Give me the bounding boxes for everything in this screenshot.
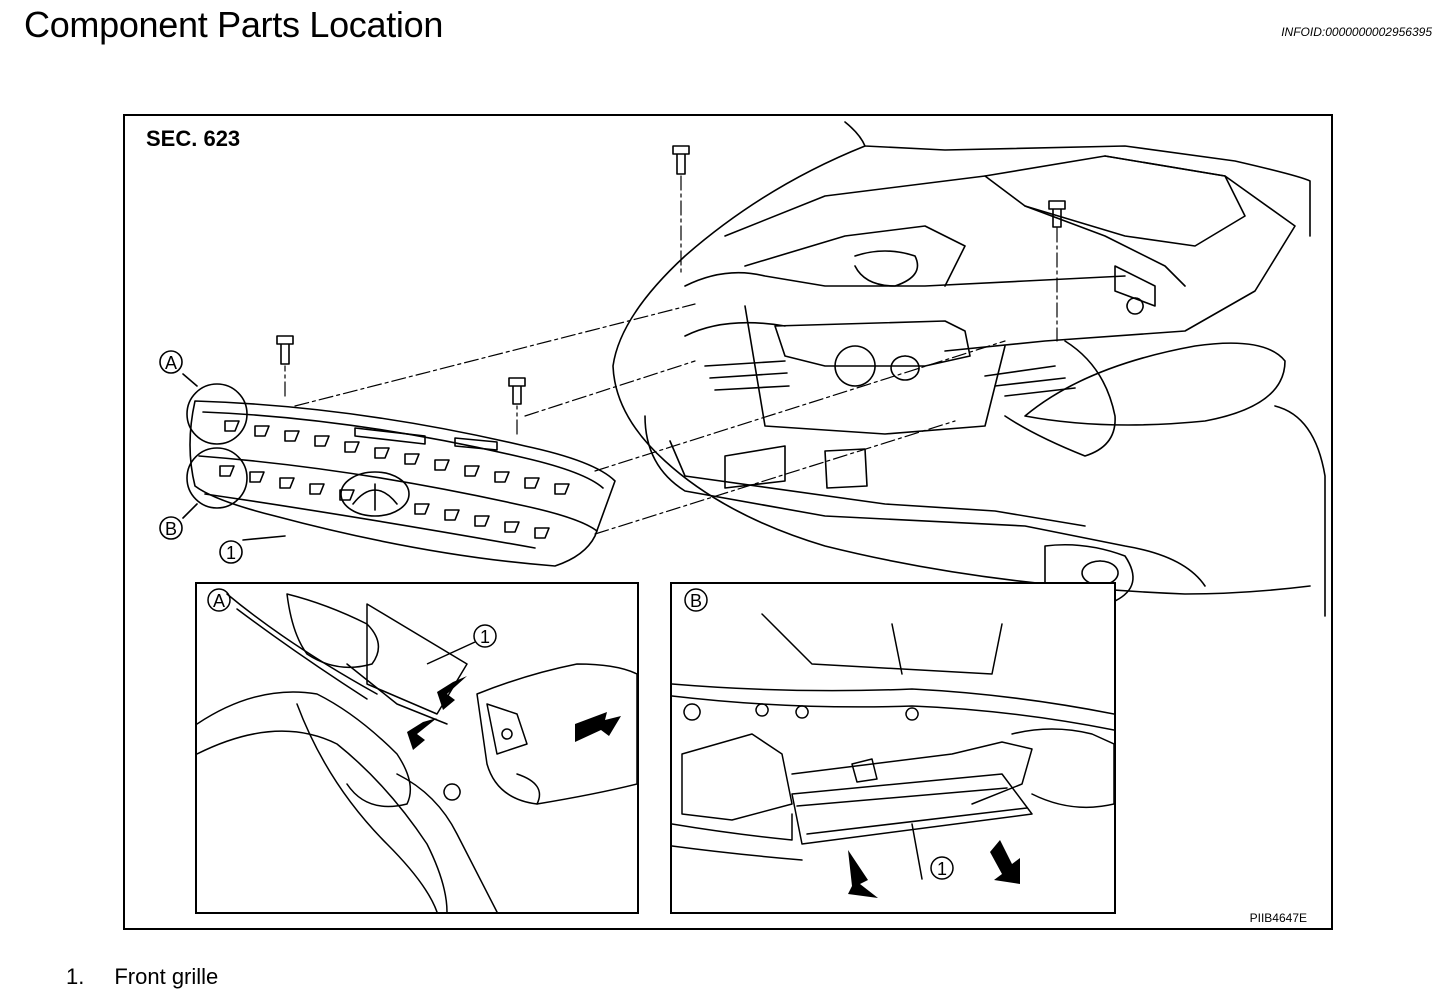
page-title: Component Parts Location <box>24 4 444 45</box>
inset-a-illustration: A 1 <box>197 588 637 912</box>
callout-1-label: 1 <box>226 543 236 563</box>
figure-frame: SEC. 623 <box>123 114 1333 930</box>
inset-b-illustration: B 1 <box>672 588 1114 898</box>
legend-item: 1. Front grille <box>66 964 218 990</box>
callout-b-label: B <box>165 519 177 539</box>
legend-number: 1. <box>66 964 85 989</box>
legend-label: Front grille <box>114 964 219 989</box>
inset-b-callout-b: B <box>690 591 702 611</box>
info-id: INFOID:0000000002956395 <box>1281 25 1432 39</box>
detail-inset-b: B 1 <box>670 582 1116 914</box>
inset-b-callout-1: 1 <box>937 859 947 879</box>
inset-a-callout-1: 1 <box>480 627 490 647</box>
section-label: SEC. 623 <box>146 126 241 151</box>
inset-a-callout-a: A <box>213 591 225 611</box>
grille-exploded-illustration: A B 1 <box>159 121 1326 617</box>
figure-code: PIIB4647E <box>1249 911 1307 925</box>
detail-inset-a: A 1 <box>195 582 639 914</box>
callout-a-label: A <box>165 353 177 373</box>
